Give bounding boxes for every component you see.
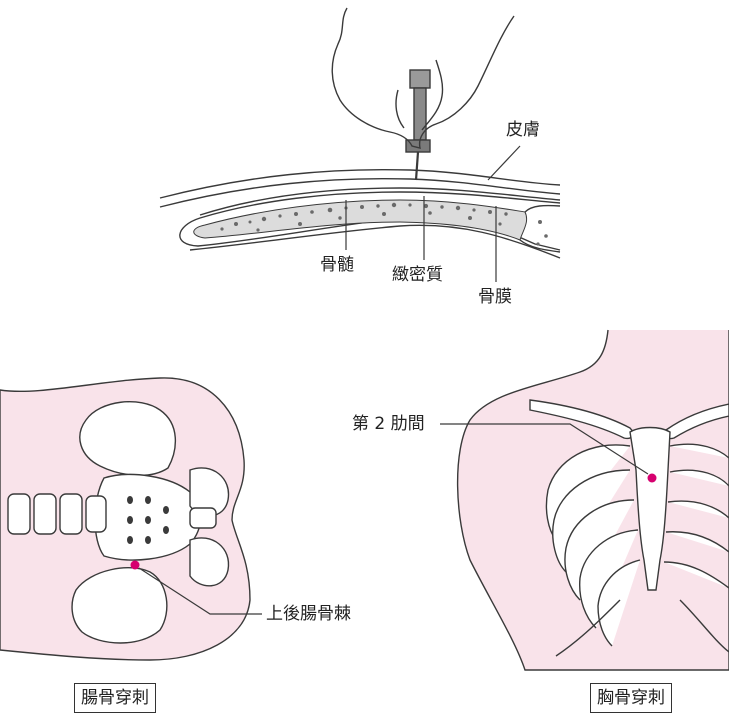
chest-region — [440, 330, 729, 670]
pelvis-region — [0, 378, 262, 660]
label-skin: 皮膚 — [506, 120, 540, 140]
sternal-puncture-site — [648, 474, 657, 483]
bone-cross-section — [160, 170, 560, 258]
label-second-intercostal: 第 2 肋間 — [352, 414, 425, 434]
caption-iliac-puncture: 腸骨穿刺 — [74, 683, 156, 713]
label-compact-bone: 緻密質 — [392, 265, 443, 285]
label-marrow: 骨髄 — [320, 255, 354, 275]
iliac-puncture-site — [131, 561, 140, 570]
label-periosteum: 骨膜 — [478, 287, 512, 307]
caption-sternal-puncture: 胸骨穿刺 — [590, 683, 672, 713]
label-posterior-superior-iliac-spine: 上後腸骨棘 — [266, 604, 351, 624]
